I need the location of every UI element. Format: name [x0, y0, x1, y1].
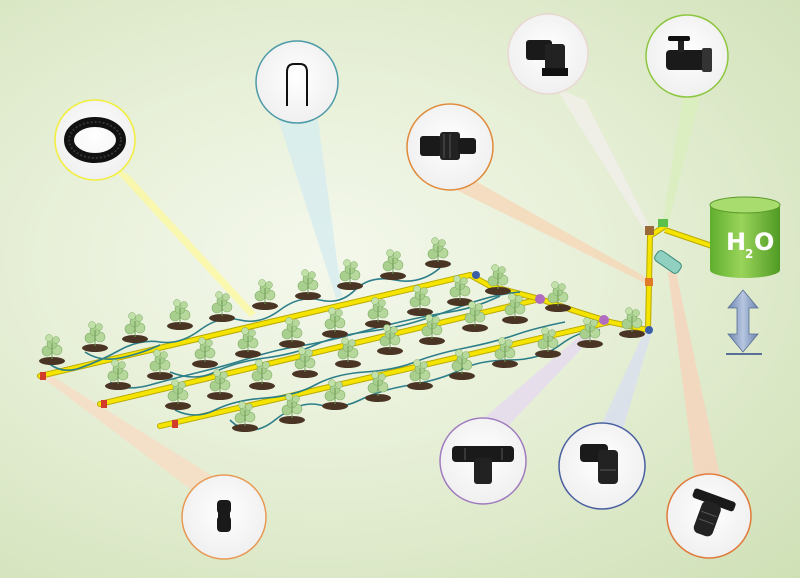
elbow-adapter-marker	[645, 226, 654, 235]
tube-connector-icon	[420, 132, 476, 160]
beam-ball-valve	[662, 98, 700, 228]
figure-eight-end-plug-icon	[217, 500, 231, 532]
callout-elbow-connector	[558, 422, 646, 510]
tee-marker-2	[599, 315, 609, 325]
coiled-black-tube-icon	[64, 117, 126, 163]
callout-end-plug	[181, 474, 267, 560]
beam-filter	[668, 272, 722, 485]
end-plug-marker-1	[40, 372, 46, 380]
ball-valve-icon	[666, 36, 712, 72]
callout-tube-connector	[406, 103, 494, 191]
water-tank: H 2 O	[709, 196, 781, 278]
callout-elbow-adapter	[507, 13, 589, 95]
callout-black-tube-coil	[54, 99, 136, 181]
tank-label-h: H	[726, 228, 746, 256]
beam-black-tube	[105, 160, 256, 317]
connector-marker	[645, 278, 653, 286]
end-plug-marker-2	[101, 400, 107, 408]
beam-tee	[470, 320, 604, 440]
tee-marker-1	[535, 294, 545, 304]
disc-filter-icon	[692, 488, 736, 537]
callout-hose-holder-stake	[255, 40, 339, 124]
elbow-marker-2	[645, 326, 653, 334]
valve-marker	[658, 219, 668, 227]
pipe-fittings	[40, 219, 682, 428]
callout-tee-connector	[439, 417, 527, 505]
wire-stake-icon	[286, 63, 308, 106]
beam-tube-connector	[420, 172, 649, 283]
plant-rows	[38, 237, 646, 433]
end-plug-marker-3	[172, 420, 178, 428]
tank-feed-pipe	[664, 228, 713, 248]
beam-elbow	[598, 328, 652, 432]
drip-hose-1	[44, 267, 441, 371]
callout-beams	[43, 88, 722, 500]
tank-label-o: O	[754, 228, 774, 256]
beam-stake	[278, 118, 342, 298]
tank-label-sub: 2	[745, 247, 753, 261]
elbow-marker	[472, 271, 480, 279]
callout-ball-valve	[645, 14, 729, 98]
height-adjust-arrow-icon	[726, 289, 762, 355]
elbow-adapter-icon	[526, 40, 568, 76]
drip-hose-1b	[84, 344, 161, 360]
beam-end-plug	[43, 376, 227, 500]
callout-disc-filter	[666, 473, 752, 559]
filter-marker	[654, 250, 682, 274]
tee-connector-icon	[452, 446, 514, 484]
lateral-pipe-1	[38, 273, 472, 378]
lateral-pipe-3	[158, 320, 612, 428]
beam-elbow-adapter	[556, 88, 652, 234]
elbow-connector-icon	[580, 444, 618, 484]
